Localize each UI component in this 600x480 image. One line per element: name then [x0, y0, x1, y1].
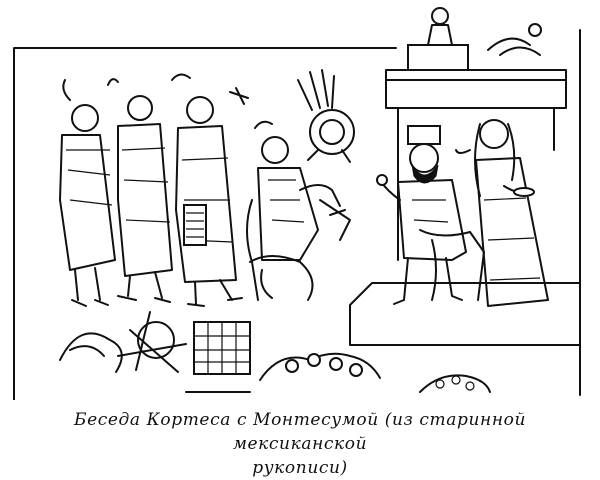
balcony [385, 7, 567, 261]
standing-woman [455, 119, 549, 307]
standing-warriors [59, 73, 243, 307]
seated-cortes [376, 125, 485, 305]
platform [349, 282, 581, 346]
gifts [59, 311, 491, 393]
frame [13, 29, 581, 400]
caption-line-2: рукописи) [252, 458, 348, 478]
figure-caption: Беседа Кортеса с Монтесумой (из старинно… [10, 408, 590, 480]
caption-line-1: Беседа Кортеса с Монтесумой (из старинно… [73, 410, 526, 454]
manuscript-illustration [13, 7, 581, 400]
flying-ornament [229, 69, 355, 163]
seated-montezuma [246, 120, 351, 301]
